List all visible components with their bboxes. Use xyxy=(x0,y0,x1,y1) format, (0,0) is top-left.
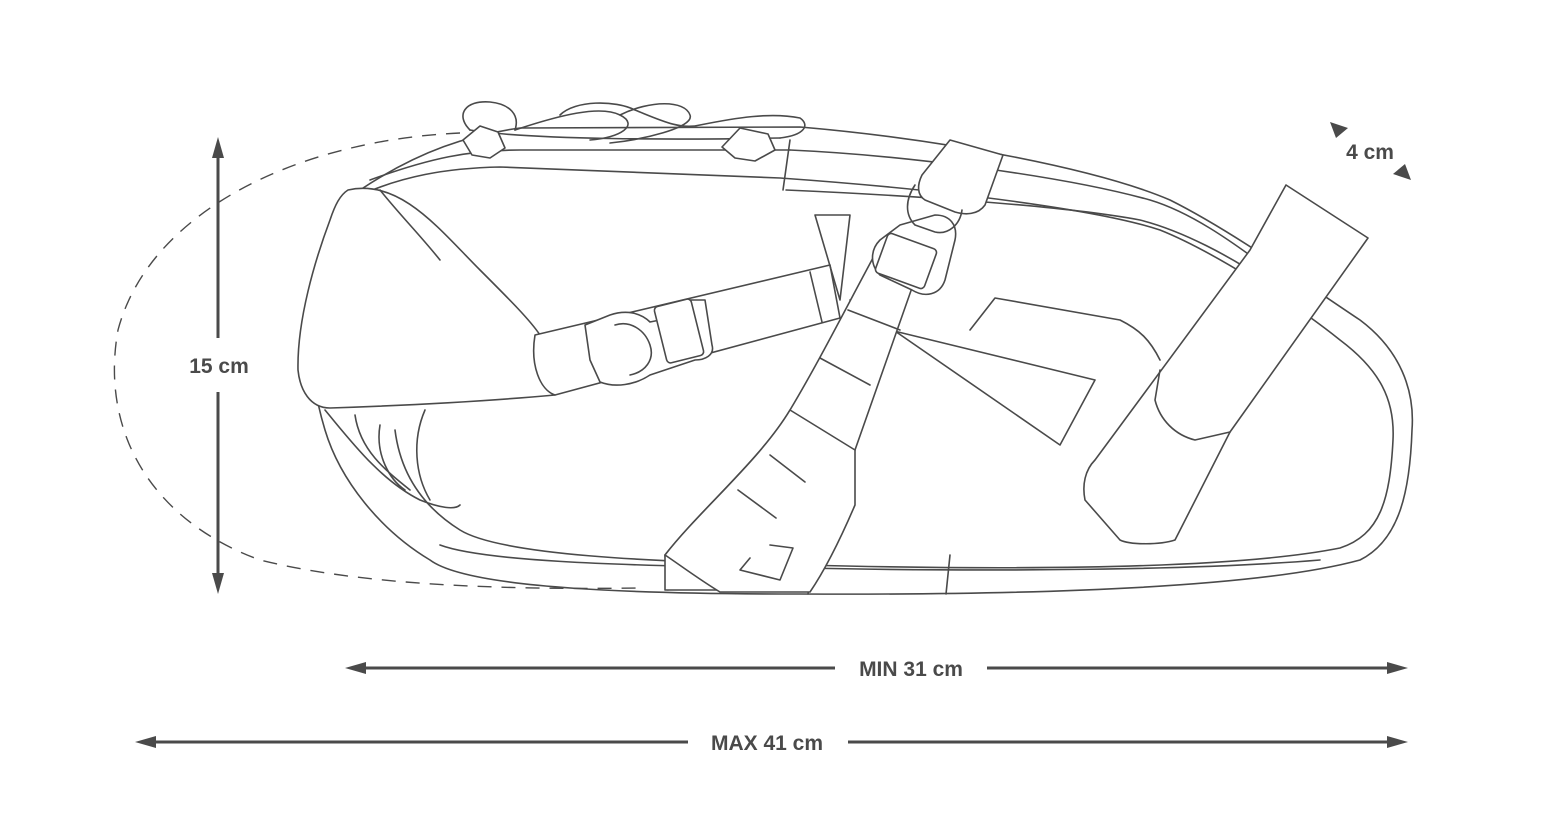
rear-mount-rail-inner xyxy=(1154,369,1231,441)
top-buckle-tongue xyxy=(906,184,963,234)
depth-arrow-lower xyxy=(1393,164,1411,180)
min-length-arrow-left xyxy=(345,662,366,674)
side-buckle-tongue xyxy=(614,323,652,376)
max-length-arrow-left xyxy=(135,736,156,748)
max-length-arrow-right xyxy=(1387,736,1408,748)
saddle-bag-illustration xyxy=(297,101,1414,595)
logo-stripe-2 xyxy=(969,297,1161,361)
roll-end-curve-3 xyxy=(378,424,406,491)
min-length-arrow-right xyxy=(1387,662,1408,674)
bungee-cord-3 xyxy=(559,102,806,139)
expanded-volume-outline xyxy=(113,132,641,590)
strap-loop xyxy=(739,544,794,581)
depth-label: 4 cm xyxy=(1346,141,1394,164)
min-length-label: MIN 31 cm xyxy=(859,658,963,681)
seam-divider xyxy=(782,139,791,191)
roll-end-curve-4 xyxy=(416,409,431,501)
height-label: 15 cm xyxy=(189,355,249,378)
logo-panel xyxy=(814,214,851,301)
bag-outer-hull xyxy=(310,126,1414,595)
rear-mount-rail xyxy=(1083,184,1369,545)
height-arrow-down xyxy=(212,573,224,594)
bungee-anchor-right xyxy=(721,127,776,162)
depth-arrow-upper xyxy=(1330,122,1348,138)
strap-hatch-1 xyxy=(769,454,806,483)
side-buckle-slot xyxy=(653,298,705,364)
roll-end-curve-1 xyxy=(324,409,461,509)
depth-dimension: 4 cm xyxy=(1330,122,1411,180)
height-arrow-up xyxy=(212,137,224,158)
top-buckle-slot xyxy=(874,232,938,290)
max-length-label: MAX 41 cm xyxy=(711,732,823,755)
roll-top-closure xyxy=(297,187,556,409)
roll-end-curve-2 xyxy=(354,414,411,491)
bag-upper-seam-2 xyxy=(785,189,1281,291)
diagonal-strap-seam-2 xyxy=(819,357,871,386)
diagonal-strap-seam-1 xyxy=(847,309,901,331)
max-length-dimension: MAX 41 cm xyxy=(135,732,1408,755)
strap-shield-patch xyxy=(664,409,856,593)
roll-top-fold xyxy=(379,189,441,261)
strap-hatch-2 xyxy=(737,489,777,519)
min-length-dimension: MIN 31 cm xyxy=(345,658,1408,681)
bungee-cord-4 xyxy=(609,102,691,144)
bungee-anchor-left xyxy=(462,125,506,159)
top-buckle-upper xyxy=(917,139,1004,215)
side-strap-seam xyxy=(809,271,823,323)
bottom-seam-divider-2 xyxy=(945,554,951,595)
bag-top-rail xyxy=(369,149,791,181)
bag-upper-seam xyxy=(789,149,1271,271)
height-dimension: 15 cm xyxy=(189,137,249,594)
bungee-cord-1 xyxy=(462,101,517,131)
